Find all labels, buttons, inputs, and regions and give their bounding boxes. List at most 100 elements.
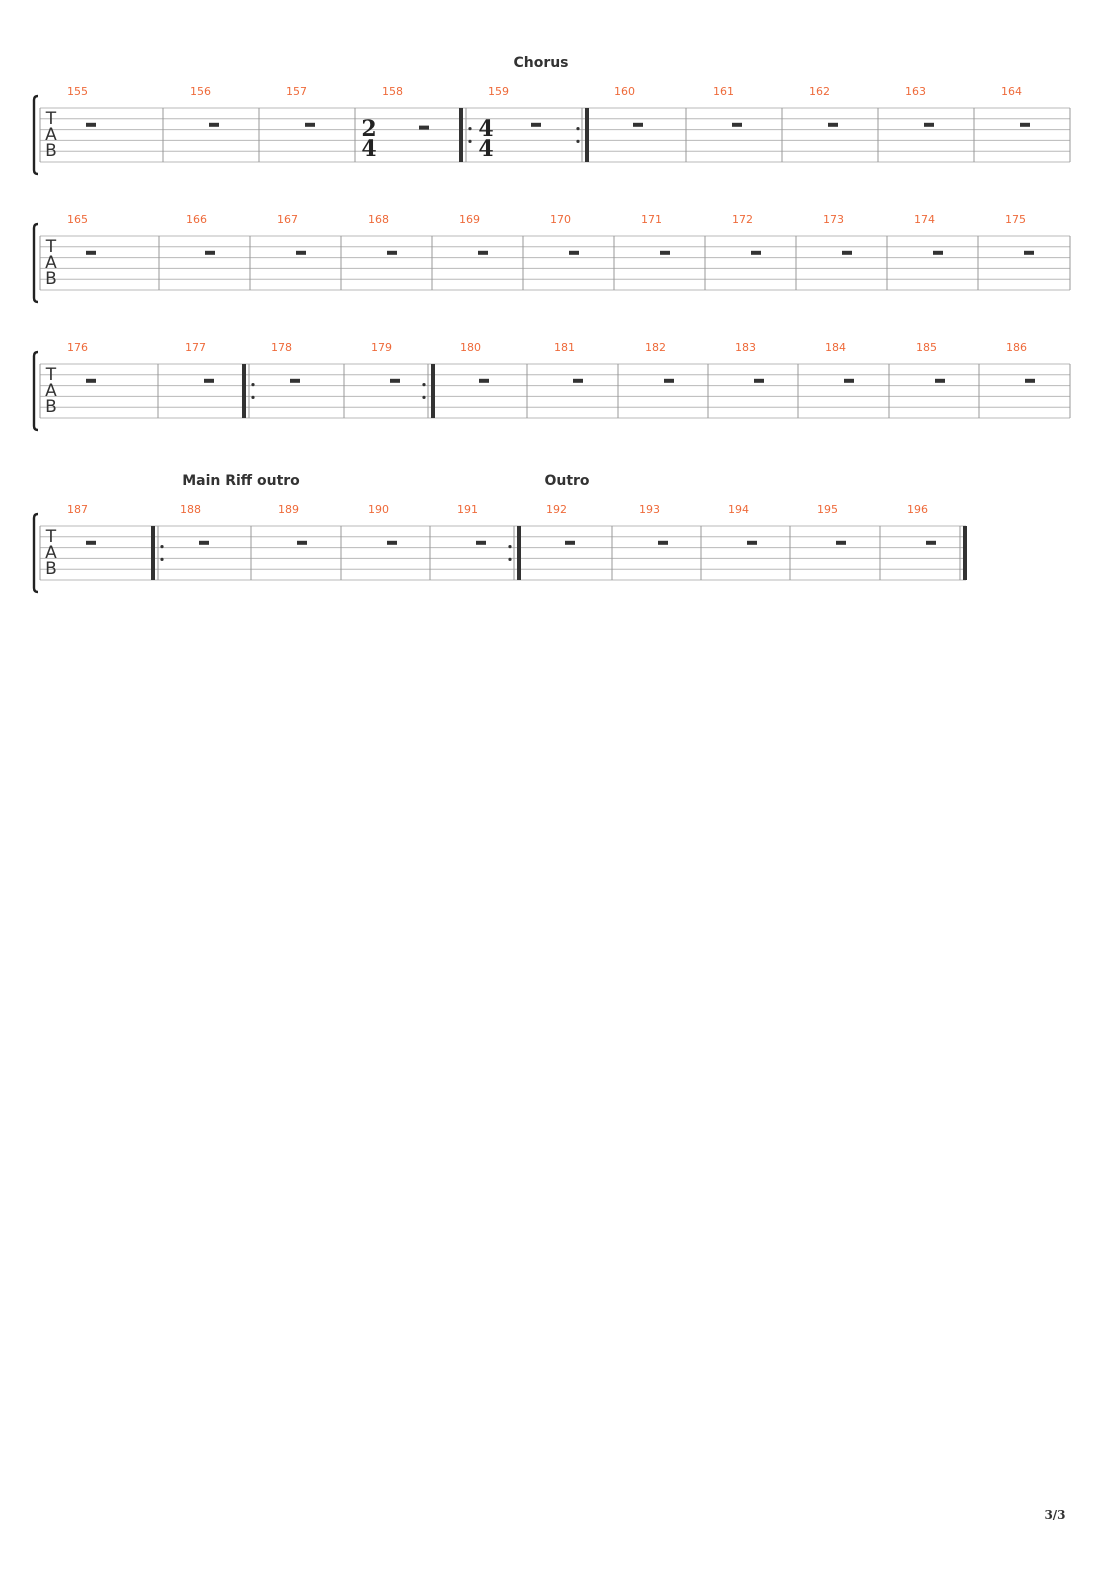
whole-rest — [296, 250, 306, 255]
whole-rest — [387, 540, 397, 545]
measure-number: 195 — [817, 503, 838, 516]
repeat-end-thick-bar — [431, 364, 435, 418]
system-bracket — [32, 512, 39, 594]
measure-number: 157 — [286, 85, 307, 98]
tab-clef-letter: A — [45, 543, 57, 563]
section-label: Chorus — [513, 55, 568, 71]
whole-rest — [86, 250, 96, 255]
system-bracket — [32, 350, 39, 432]
whole-rest — [565, 540, 575, 545]
time-signature-top: 2 — [361, 116, 376, 142]
section-label: Main Riff outro — [182, 473, 300, 489]
whole-rest — [842, 250, 852, 255]
measure-number: 173 — [823, 213, 844, 226]
whole-rest — [86, 540, 96, 545]
measure-number: 155 — [67, 85, 88, 98]
whole-rest — [86, 122, 96, 127]
measure-number: 189 — [278, 503, 299, 516]
measure-number: 156 — [190, 85, 211, 98]
whole-rest — [387, 250, 397, 255]
measure-number: 158 — [382, 85, 403, 98]
repeat-dot — [508, 557, 512, 562]
repeat-dot — [468, 139, 472, 143]
whole-rest — [476, 540, 486, 545]
repeat-end-thick-bar — [517, 526, 521, 580]
measure-number: 164 — [1001, 85, 1022, 98]
whole-rest — [660, 250, 670, 255]
repeat-dot — [251, 383, 255, 387]
time-signature-top: 4 — [478, 116, 493, 142]
whole-rest — [1020, 122, 1030, 127]
measure-number: 185 — [916, 341, 937, 354]
whole-rest — [204, 378, 214, 383]
repeat-start-thick-bar — [242, 364, 246, 418]
measure-number: 177 — [185, 341, 206, 354]
measure-number: 186 — [1006, 341, 1027, 354]
whole-rest — [935, 378, 945, 383]
whole-rest — [633, 122, 643, 127]
tab-clef-letter: B — [45, 141, 57, 161]
repeat-start-thick-bar — [151, 526, 155, 580]
measure-number: 192 — [546, 503, 567, 516]
whole-rest — [290, 378, 300, 383]
whole-rest — [297, 540, 307, 545]
tab-clef-letter: B — [45, 559, 57, 579]
measure-number: 191 — [457, 503, 478, 516]
measure-number: 167 — [277, 213, 298, 226]
repeat-dot — [422, 383, 426, 387]
tab-clef-letter: A — [45, 253, 57, 273]
measure-number: 161 — [713, 85, 734, 98]
measure-number: 172 — [732, 213, 753, 226]
whole-rest — [479, 378, 489, 383]
whole-rest — [573, 378, 583, 383]
tab-clef-letter: T — [45, 527, 57, 547]
measure-number: 181 — [554, 341, 575, 354]
tab-clef-letter: T — [45, 109, 57, 129]
repeat-dot — [576, 127, 580, 131]
repeat-start-thick-bar — [459, 108, 463, 162]
measure-number: 188 — [180, 503, 201, 516]
tab-clef-letter: B — [45, 269, 57, 289]
measure-number: 169 — [459, 213, 480, 226]
measure-number: 178 — [271, 341, 292, 354]
whole-rest — [205, 250, 215, 255]
measure-number: 171 — [641, 213, 662, 226]
measure-number: 174 — [914, 213, 935, 226]
whole-rest — [1024, 250, 1034, 255]
measure-number: 160 — [614, 85, 635, 98]
system-bracket — [32, 222, 39, 304]
measure-number: 168 — [368, 213, 389, 226]
whole-rest — [828, 122, 838, 127]
final-thick-bar — [963, 526, 967, 580]
measure-number: 176 — [67, 341, 88, 354]
whole-rest — [531, 122, 541, 127]
whole-rest — [305, 122, 315, 127]
measure-number: 170 — [550, 213, 571, 226]
measure-number: 165 — [67, 213, 88, 226]
whole-rest — [664, 378, 674, 383]
whole-rest — [844, 378, 854, 383]
measure-number: 182 — [645, 341, 666, 354]
half-rest — [419, 125, 429, 130]
whole-rest — [751, 250, 761, 255]
tab-clef-letter: T — [45, 365, 57, 385]
repeat-dot — [251, 395, 255, 399]
time-signature-bottom: 4 — [478, 136, 493, 162]
page-number: 3/3 — [1044, 1508, 1066, 1522]
repeat-dot — [160, 557, 164, 562]
whole-rest — [933, 250, 943, 255]
tab-clef-letter: A — [45, 381, 57, 401]
whole-rest — [569, 250, 579, 255]
measure-number: 159 — [488, 85, 509, 98]
measure-number: 183 — [735, 341, 756, 354]
whole-rest — [1025, 378, 1035, 383]
whole-rest — [390, 378, 400, 383]
measure-number: 190 — [368, 503, 389, 516]
repeat-dot — [508, 545, 512, 549]
time-signature-bottom: 4 — [361, 136, 376, 162]
whole-rest — [86, 378, 96, 383]
measure-number: 196 — [907, 503, 928, 516]
measure-number: 180 — [460, 341, 481, 354]
whole-rest — [732, 122, 742, 127]
whole-rest — [199, 540, 209, 545]
